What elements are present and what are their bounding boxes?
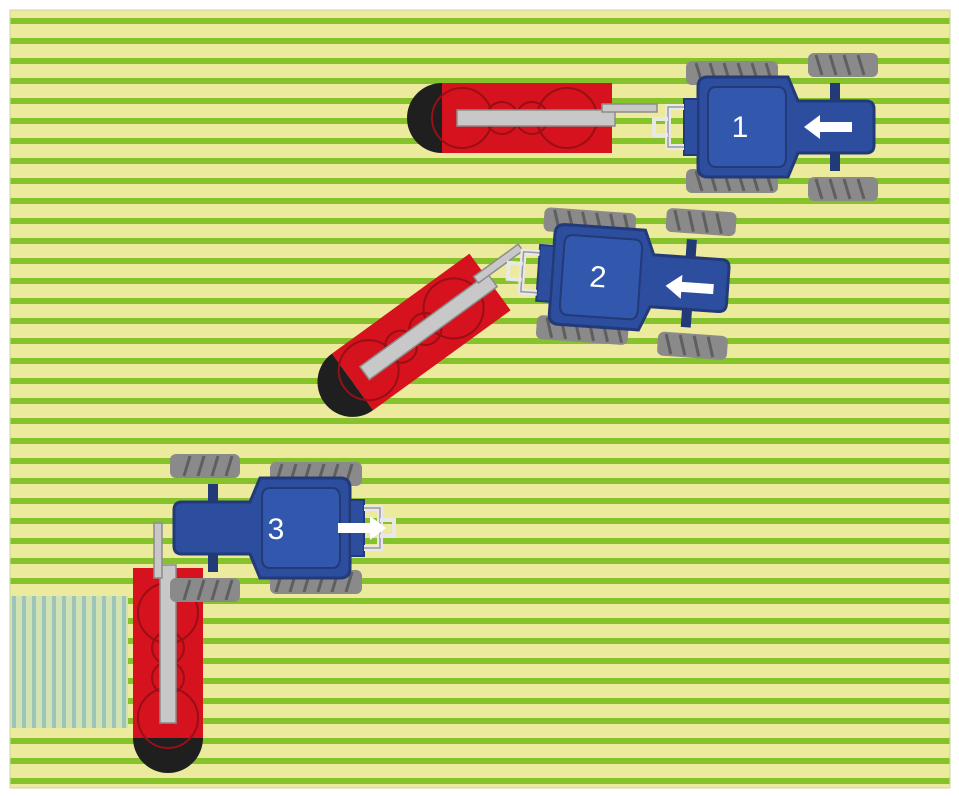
grass-stripe <box>10 598 950 604</box>
mown-stripe <box>102 596 106 728</box>
grass-stripe <box>10 618 950 624</box>
grass-stripe <box>10 738 950 744</box>
grass-stripe <box>10 158 950 164</box>
grass-stripe <box>10 558 950 564</box>
step-3-label: 3 <box>268 513 285 546</box>
grass-stripe <box>10 718 950 724</box>
grass-stripe <box>10 678 950 684</box>
grass-stripe <box>10 758 950 764</box>
mown-stripe <box>82 596 86 728</box>
mown-stripe <box>32 596 36 728</box>
grass-stripe <box>10 258 950 264</box>
grass-stripe <box>10 218 950 224</box>
grass-stripe <box>10 238 950 244</box>
step-2-label: 2 <box>589 260 608 294</box>
grass-stripe <box>10 438 950 444</box>
step-1-tractor: 1 <box>654 53 878 201</box>
grass-stripe <box>10 358 950 364</box>
grass-stripe <box>10 378 950 384</box>
grass-stripe <box>10 658 950 664</box>
grass-stripe <box>10 78 950 84</box>
mown-stripe <box>52 596 56 728</box>
mown-stripe <box>22 596 26 728</box>
grass-stripe <box>10 638 950 644</box>
mown-stripe <box>112 596 116 728</box>
grass-stripe <box>10 698 950 704</box>
grass-stripe <box>10 398 950 404</box>
grass-stripe <box>10 778 950 784</box>
grass-stripe <box>10 478 950 484</box>
grass-stripe <box>10 518 950 524</box>
mown-stripe <box>92 596 96 728</box>
mown-stripe <box>42 596 46 728</box>
field-border <box>9 9 951 789</box>
grass-stripe <box>10 418 950 424</box>
grass-stripe <box>10 538 950 544</box>
mown-stripe <box>122 596 126 728</box>
mown-stripe <box>12 596 16 728</box>
grass-stripe <box>10 458 950 464</box>
grass-stripe <box>10 58 950 64</box>
mown-stripe <box>72 596 76 728</box>
grass-stripe <box>10 38 950 44</box>
step-1-label: 1 <box>732 111 749 144</box>
mown-strip <box>10 596 128 728</box>
grass-stripe <box>10 578 950 584</box>
grass-stripe <box>10 18 950 24</box>
grass-stripe <box>10 198 950 204</box>
grass-stripe <box>10 338 950 344</box>
step-2-tractor: 2 <box>503 197 737 360</box>
mown-stripe <box>62 596 66 728</box>
grass-stripe <box>10 178 950 184</box>
grass-stripe <box>10 498 950 504</box>
